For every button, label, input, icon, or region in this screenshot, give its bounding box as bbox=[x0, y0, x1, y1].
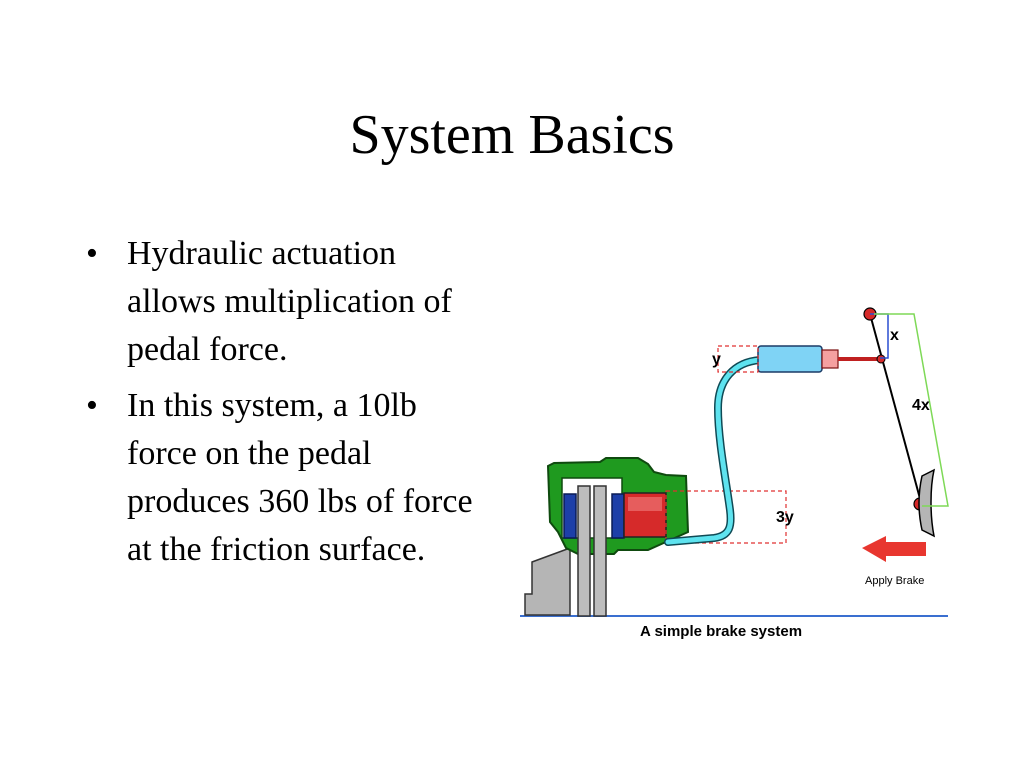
master-cylinder bbox=[757, 345, 823, 373]
pedal-pad bbox=[918, 468, 936, 538]
apply-brake-label: Apply Brake bbox=[865, 575, 924, 587]
slide-title: System Basics bbox=[349, 104, 675, 166]
inner-brake-pad bbox=[611, 493, 625, 539]
bullet-dot: • bbox=[86, 235, 98, 272]
apply-brake-arrow bbox=[862, 536, 926, 562]
brake-system-diagram: 3y y x 4x Apply Brake A simple brake sys… bbox=[520, 307, 949, 640]
diagram-caption: A simple brake system bbox=[640, 623, 802, 640]
bullet-item: • In this system, a 10lb force on the pe… bbox=[82, 382, 492, 574]
outer-brake-pad bbox=[563, 493, 577, 539]
label-x: x bbox=[890, 327, 899, 344]
pushrod-joint bbox=[876, 354, 886, 364]
label-4x: 4x bbox=[912, 397, 930, 414]
pedal-lever bbox=[869, 313, 923, 507]
dimension-4x-bracket bbox=[874, 313, 949, 507]
bullet-dot: • bbox=[86, 387, 98, 424]
label-3y: 3y bbox=[776, 509, 794, 526]
rotor-disc-left bbox=[577, 485, 591, 617]
bullet-item: • Hydraulic actuation allows multiplicat… bbox=[82, 230, 492, 374]
label-y: y bbox=[712, 351, 721, 368]
bullet-text: In this system, a 10lb force on the peda… bbox=[127, 387, 473, 568]
bullet-list: • Hydraulic actuation allows multiplicat… bbox=[82, 230, 492, 582]
rotor-disc-right bbox=[593, 485, 607, 617]
brake-hose-fill bbox=[665, 357, 763, 545]
master-cylinder-piston bbox=[821, 349, 839, 369]
wheel-hub bbox=[524, 546, 571, 616]
bullet-text: Hydraulic actuation allows multiplicatio… bbox=[127, 235, 452, 368]
caliper-piston-highlight bbox=[628, 497, 662, 511]
dimension-y-box bbox=[717, 345, 759, 373]
